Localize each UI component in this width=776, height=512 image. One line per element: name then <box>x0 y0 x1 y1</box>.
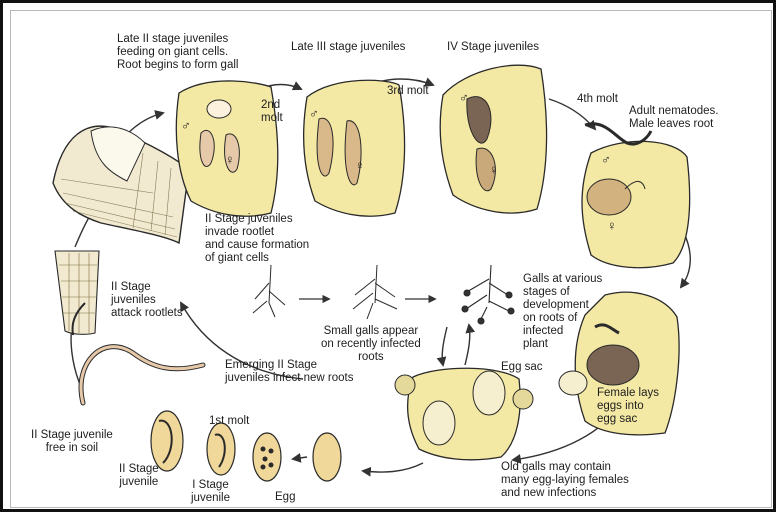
label-iv: IV Stage juveniles <box>447 41 539 54</box>
gall-iv <box>440 65 546 213</box>
label-4th-molt: 4th molt <box>577 93 618 106</box>
label-i-juvenile: I Stage juvenile <box>191 479 230 505</box>
female-symbol-late-ii: ♀ <box>225 153 235 166</box>
label-free-in-soil: II Stage juvenile free in soil <box>31 429 113 455</box>
gall-old <box>395 368 533 460</box>
female-symbol-late-iii: ♀ <box>355 159 365 172</box>
arrow-old-to-galls <box>465 325 470 365</box>
root-tip-illustration <box>53 126 189 243</box>
label-2nd-molt: 2nd molt <box>261 99 283 125</box>
gall-late-iii <box>304 80 405 216</box>
female-symbol-adult: ♀ <box>607 219 617 232</box>
label-ii-invade: II Stage juveniles invade rootlet and ca… <box>205 213 309 265</box>
egg <box>313 433 341 481</box>
label-3rd-molt: 3rd molt <box>387 85 429 98</box>
egg-first-molt <box>151 411 183 471</box>
gall-adult <box>582 124 690 268</box>
egg-i-stage <box>253 433 281 481</box>
male-symbol-adult: ♂ <box>601 153 611 166</box>
arrow-old-galls-to-egg <box>363 463 423 472</box>
label-egg-sac: Egg sac <box>501 361 543 374</box>
male-symbol-late-iii: ♂ <box>309 107 319 120</box>
label-ii-attack: II Stage juveniles attack rootlets <box>111 281 183 320</box>
label-late-ii: Late II stage juveniles feeding on giant… <box>117 33 238 72</box>
label-adult: Adult nematodes. Male leaves root <box>629 105 719 131</box>
life-cycle-artwork <box>3 3 773 509</box>
arrow-egg-chain <box>293 457 307 459</box>
label-ii-juvenile: II Stage juvenile <box>119 463 159 489</box>
female-symbol-iv: ♀ <box>489 163 499 176</box>
male-symbol-iv: ♂ <box>459 91 469 104</box>
label-1st-molt: 1st molt <box>209 415 249 428</box>
label-female-lays: Female lays eggs into egg sac <box>597 387 659 426</box>
free-juvenile-worm <box>81 347 203 403</box>
root-system-1 <box>253 265 285 317</box>
egg-ii-stage <box>207 423 235 475</box>
rootlet-small <box>55 251 99 335</box>
arrow-galls-to-old <box>442 327 447 365</box>
label-late-iii: Late III stage juveniles <box>291 41 405 54</box>
male-symbol-late-ii: ♂ <box>181 119 191 132</box>
root-system-2 <box>353 265 397 319</box>
label-egg: Egg <box>275 491 295 504</box>
label-emerging: Emerging II Stage juveniles infect new r… <box>225 359 353 385</box>
label-galls-various: Galls at various stages of development o… <box>523 273 602 351</box>
root-system-3 <box>462 265 514 324</box>
label-old-galls: Old galls may contain many egg-laying fe… <box>501 461 629 500</box>
